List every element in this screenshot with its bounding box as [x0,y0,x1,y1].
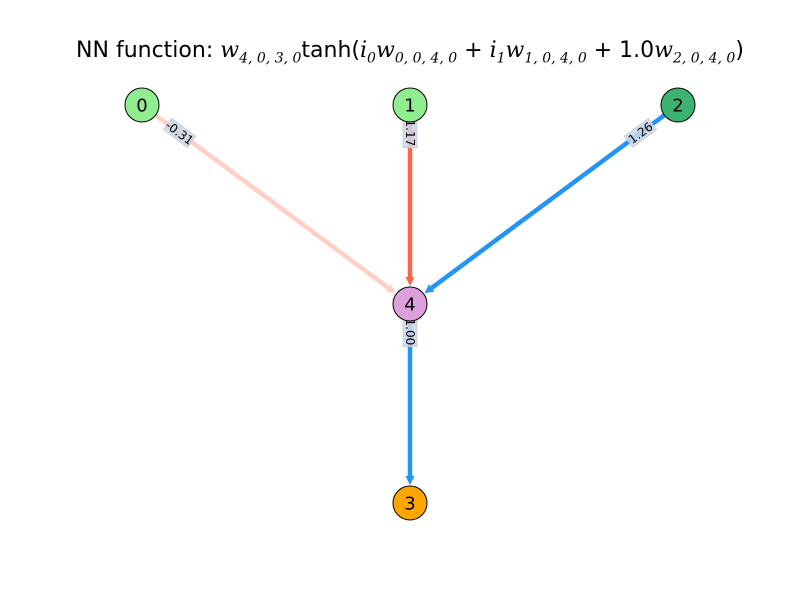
title-subscript: 0 [367,50,376,67]
node-0: 0 [124,87,160,123]
edge-label-text: 1.00 [403,319,417,346]
edge-arrowhead [385,284,396,294]
node-circle [660,87,696,123]
nodes-layer: 0 1 2 4 3 [124,87,696,521]
node-label: 1 [404,96,415,117]
edge-label-box [623,117,658,148]
edge-line [154,113,390,290]
node-2: 2 [660,87,696,123]
diagram-title: NN function: w4, 0, 3, 0tanh(i0w0, 0, 4,… [0,38,800,66]
edge-weight-label: 1.00 [402,316,418,348]
edge-arrowhead [424,284,435,294]
title-subscript: 1, 0, 4, 0 [524,50,587,67]
node-4: 4 [392,286,428,322]
title-term: w [220,38,240,63]
edge-1-4: 1.17 [402,117,418,286]
node-circle [392,87,428,123]
edge-arrowhead [405,476,415,485]
edge-line [430,113,666,290]
edge-2-4: 1.26 [424,113,666,294]
edges-layer: -0.31 1.17 1.26 1.00 [154,113,666,485]
edge-4-3: 1.00 [402,316,418,485]
node-label: 0 [136,96,147,117]
node-1: 1 [392,87,428,123]
node-label: 4 [404,295,415,316]
node-label: 3 [404,494,415,515]
edge-label-text: 1.17 [403,120,417,147]
title-function: tanh( [301,38,360,63]
title-subscript: 2, 0, 4, 0 [673,50,736,67]
node-circle [392,485,428,521]
title-term: w [654,38,673,63]
edge-weight-label: 1.17 [402,117,418,149]
title-term: w [375,38,395,63]
title-subscript: 0, 0, 4, 0 [394,50,458,67]
edge-label-box [162,117,197,148]
title-term: i [360,38,368,63]
node-label: 2 [672,96,683,117]
node-circle [392,286,428,322]
title-subscript: 4, 0, 3, 0 [239,50,302,67]
title-constant: 1.0 [619,38,655,63]
node-3: 3 [392,485,428,521]
title-operator: + [457,38,490,63]
title-prefix: NN function: [76,38,221,63]
edge-0-4: -0.31 [154,113,396,294]
node-circle [124,87,160,123]
title-subscript: 1 [496,50,506,67]
edge-weight-label: 1.26 [623,117,658,148]
title-term: i [489,38,497,63]
title-close-paren: ) [735,38,744,63]
title-operator: + [586,38,620,63]
title-term: w [505,38,525,63]
edge-arrowhead [405,277,415,286]
